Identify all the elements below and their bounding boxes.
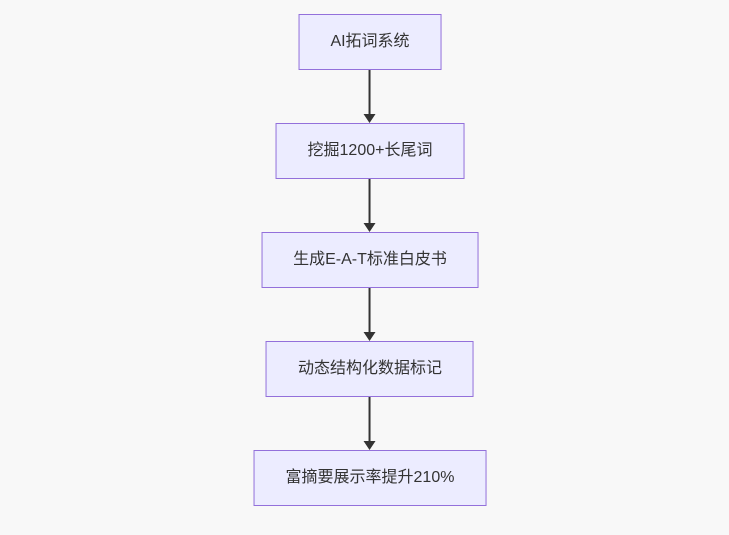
flow-node-rich-snippet-result: 富摘要展示率提升210% (253, 450, 487, 506)
arrowhead-down-icon (364, 441, 376, 450)
flow-arrow (364, 397, 376, 450)
flow-arrow (364, 70, 376, 123)
flow-arrow (364, 179, 376, 232)
arrow-line (369, 288, 371, 332)
flow-node-longtail-mining: 挖掘1200+长尾词 (275, 123, 465, 179)
arrow-line (369, 397, 371, 441)
flow-node-eat-whitepaper: 生成E-A-T标准白皮书 (261, 232, 479, 288)
arrowhead-down-icon (364, 332, 376, 341)
flow-arrow (364, 288, 376, 341)
flowchart: AI拓词系统 挖掘1200+长尾词 生成E-A-T标准白皮书 动态结构化数据标记… (253, 14, 487, 506)
arrow-line (369, 179, 371, 223)
flow-node-ai-word-system: AI拓词系统 (298, 14, 442, 70)
flow-node-structured-data-markup: 动态结构化数据标记 (265, 341, 474, 397)
arrowhead-down-icon (364, 223, 376, 232)
arrowhead-down-icon (364, 114, 376, 123)
arrow-line (369, 70, 371, 114)
